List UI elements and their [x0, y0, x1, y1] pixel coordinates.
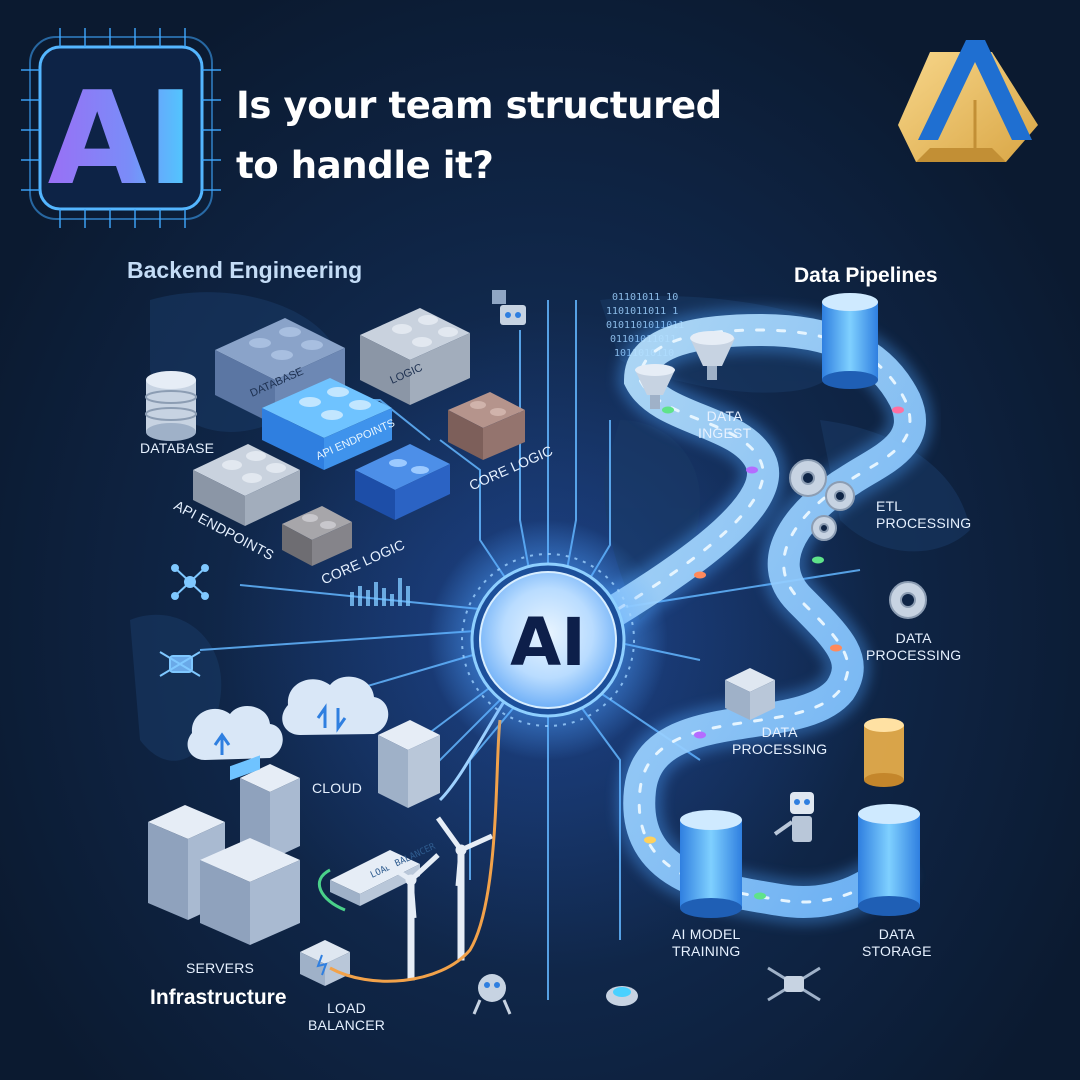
section-title-backend: Backend Engineering — [127, 257, 363, 283]
label-servers: SERVERS — [186, 960, 255, 976]
ai-hub-text: AI — [510, 604, 586, 681]
server-rack — [378, 720, 440, 808]
storage-tank — [822, 293, 878, 389]
lego-block — [448, 392, 525, 460]
robot-icon — [472, 974, 512, 1015]
funnel-icon — [635, 364, 675, 409]
section-title-pipelines: Data Pipelines — [794, 264, 938, 287]
lego-block — [355, 444, 450, 520]
network-node-icon — [171, 564, 209, 600]
power-hub-icon — [300, 940, 350, 986]
equalizer-bars — [350, 578, 410, 606]
drone-icon — [606, 986, 638, 1006]
lego-block — [282, 506, 352, 566]
headline-line-1: Is your team structured — [236, 84, 722, 127]
section-title-infrastructure: Infrastructure — [150, 986, 287, 1009]
label-data-storage: DATA STORAGE — [862, 926, 932, 959]
label-data-processing-mid: DATA PROCESSING — [732, 724, 828, 757]
robot-icon — [773, 792, 814, 842]
load-balancer-device: LOAD BALANCER — [330, 842, 438, 906]
cloud-icon — [282, 676, 389, 735]
funnel-icon — [690, 331, 735, 380]
robot-icon — [492, 290, 526, 325]
lego-block — [193, 444, 300, 526]
company-logo — [898, 40, 1038, 162]
binary-row: 0101101011011 — [606, 320, 684, 331]
label-database: DATABASE — [140, 440, 215, 456]
lego-block — [360, 308, 470, 405]
binary-row: 1101011011 1 — [606, 306, 678, 317]
label-data-ingest: DATA INGEST — [698, 408, 752, 441]
drone-icon — [767, 966, 821, 1002]
binary-row: 01101011 10 — [612, 292, 678, 303]
storage-tank — [680, 810, 742, 918]
server-rack — [148, 755, 300, 945]
database-icon — [145, 371, 197, 441]
drone-icon — [159, 651, 201, 677]
label-etl-processing: ETL PROCESSING — [876, 498, 972, 531]
ai-hub: AI — [428, 520, 668, 760]
ai-badge-text: AI — [48, 65, 195, 214]
cloud-icon — [187, 705, 283, 760]
label-data-processing-right: DATA PROCESSING — [866, 630, 962, 663]
backend-blocks — [193, 308, 525, 566]
wind-turbine — [378, 853, 440, 981]
lego-block — [262, 378, 392, 470]
label-ai-model-training: AI MODEL TRAINING — [672, 926, 741, 959]
headline: Is your team structured to handle it? — [236, 76, 722, 196]
wind-turbine — [435, 816, 494, 961]
storage-tank — [864, 718, 904, 787]
gear-icon — [789, 459, 927, 619]
processing-box-icon — [725, 668, 775, 720]
label-load-balancer: LOAD BALANCER — [308, 1000, 386, 1033]
headline-line-2: to handle it? — [236, 144, 494, 187]
label-cloud: CLOUD — [312, 780, 363, 796]
storage-tank — [858, 804, 920, 916]
ai-badge: AI — [21, 28, 221, 228]
data-pipeline — [584, 306, 933, 925]
